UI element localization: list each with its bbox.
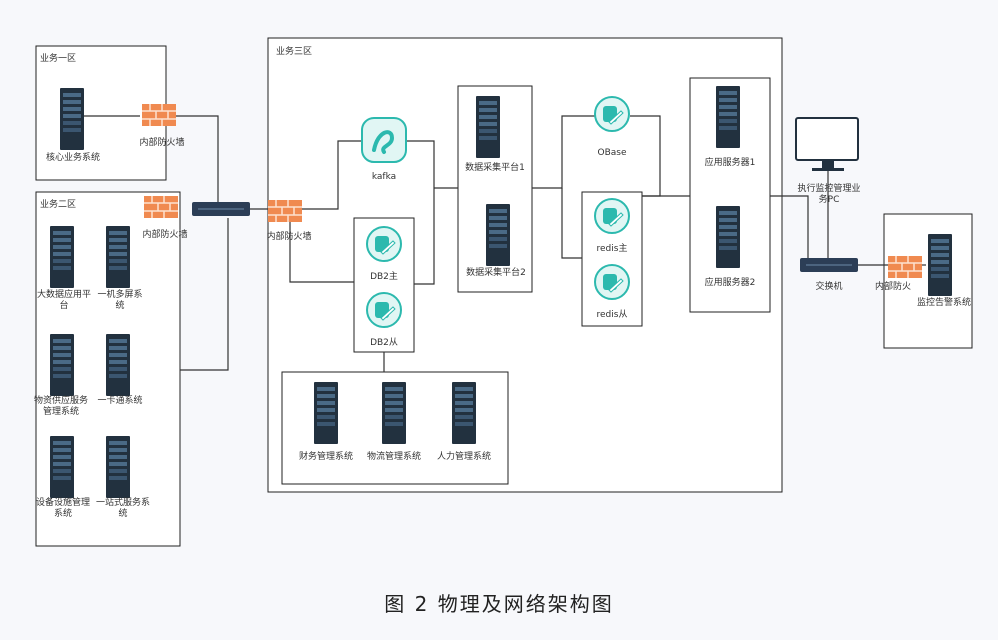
collect1-server [476, 96, 500, 158]
fw3-label: 内部防火墙 [266, 232, 312, 242]
supply-server [50, 334, 74, 396]
zone1-label: 业务一区 [40, 54, 77, 64]
logistics-server [382, 382, 406, 444]
collect1-label: 数据采集平台1 [465, 163, 525, 173]
device-label: 设备设施管理系统 [35, 498, 90, 519]
obase-label: OBase [597, 148, 627, 158]
firewall-icon [267, 199, 303, 223]
kafka-icon [361, 117, 407, 163]
firewall-icon [143, 195, 179, 219]
figure-caption: 图 2 物理及网络架构图 [384, 592, 614, 616]
redis-slave-icon [594, 264, 630, 300]
core-system-server [60, 88, 84, 150]
zone2-label: 业务二区 [40, 200, 77, 210]
switch-label: 交换机 [815, 282, 843, 292]
app2-label: 应用服务器2 [704, 278, 756, 288]
finance-server [314, 382, 338, 444]
device-server [50, 436, 74, 498]
monitor-system-server [928, 234, 952, 296]
finance-label: 财务管理系统 [298, 452, 353, 462]
redis-slave-label: redis从 [596, 310, 628, 320]
switch-icon [191, 201, 251, 217]
bigdata-server [50, 226, 74, 288]
fw4-label: 内部防火 [874, 282, 911, 292]
collect2-server [486, 204, 510, 266]
redis-master-label: redis主 [596, 244, 628, 254]
monitor-pc-icon [795, 117, 859, 171]
core-system-label: 核心业务系统 [45, 153, 100, 163]
supply-label: 物资供应服务管理系统 [33, 396, 88, 417]
kafka-label: kafka [371, 172, 397, 182]
hr-label: 人力管理系统 [436, 452, 491, 462]
db2-slave-label: DB2从 [370, 338, 398, 348]
app1-server [716, 86, 740, 148]
one-card-label: 一卡通系统 [97, 396, 143, 406]
app2-server [716, 206, 740, 268]
collect2-label: 数据采集平台2 [466, 268, 526, 278]
app1-label: 应用服务器1 [704, 158, 756, 168]
station-label: 一站式服务系统 [95, 498, 150, 519]
logistics-label: 物流管理系统 [366, 452, 421, 462]
firewall-icon [141, 103, 177, 127]
redis-master-icon [594, 198, 630, 234]
firewall-icon [887, 255, 923, 279]
exec-pc-label: 执行监控管理业务PC [797, 184, 861, 205]
zone3-label: 业务三区 [276, 47, 313, 57]
bigdata-label: 大数据应用平台 [36, 290, 91, 311]
fw1-label: 内部防火墙 [139, 138, 185, 148]
one-machine-label: 一机多屏系统 [97, 290, 143, 311]
db2-slave-icon [366, 292, 402, 328]
one-card-server [106, 334, 130, 396]
db2-master-icon [366, 226, 402, 262]
one-machine-server [106, 226, 130, 288]
db2-master-label: DB2主 [370, 272, 398, 282]
fw2-label: 内部防火墙 [142, 230, 188, 240]
monitor-sys-label: 监控告警系统 [916, 298, 971, 308]
switch-icon [799, 257, 859, 273]
station-server [106, 436, 130, 498]
obase-icon [594, 96, 630, 132]
hr-server [452, 382, 476, 444]
